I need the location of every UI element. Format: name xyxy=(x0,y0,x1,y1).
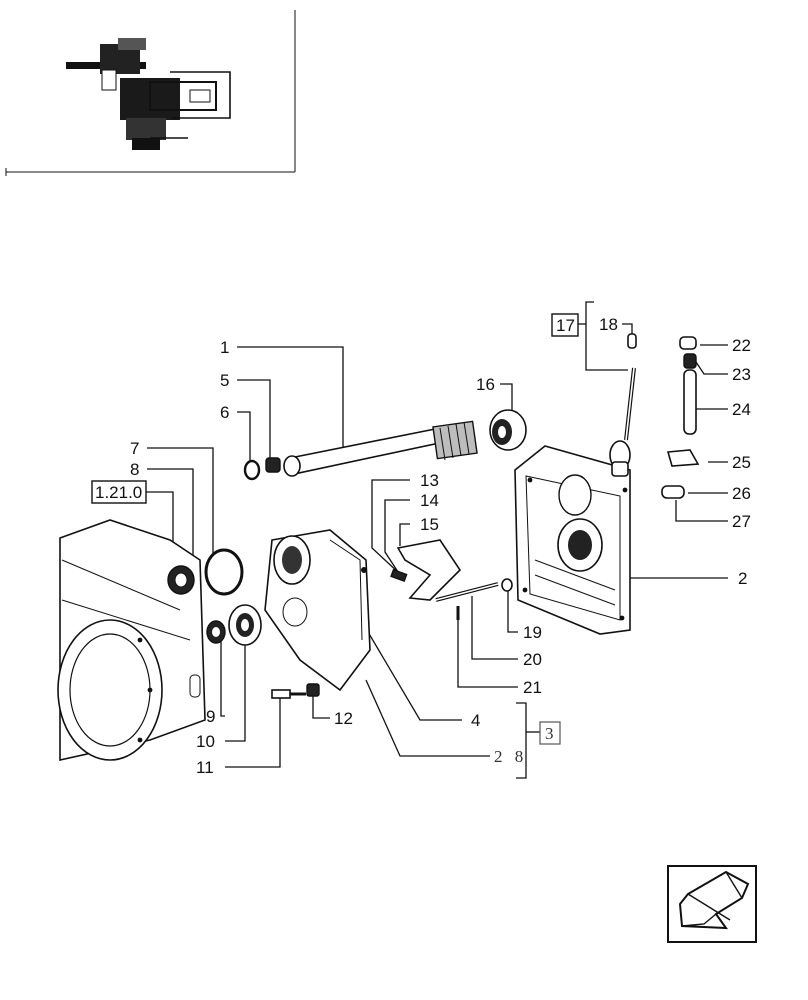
ref-box-3[interactable]: 3 xyxy=(539,721,561,745)
callout-16: 16 xyxy=(476,375,495,394)
svg-text:3: 3 xyxy=(545,724,554,743)
callout-26: 26 xyxy=(732,484,751,503)
callout-18: 18 xyxy=(599,315,618,334)
callout-27: 27 xyxy=(732,512,751,531)
callout-4: 4 xyxy=(471,711,480,730)
callout-8: 8 xyxy=(130,460,139,479)
input-shaft xyxy=(283,420,478,477)
callout-6: 6 xyxy=(220,403,229,422)
svg-text:1.21.0: 1.21.0 xyxy=(95,483,142,502)
callout-10: 10 xyxy=(196,732,215,751)
front-cover-plate xyxy=(264,529,371,692)
callout-2: 2 xyxy=(738,569,747,588)
callout-12: 12 xyxy=(334,709,353,728)
callout-21: 21 xyxy=(523,678,542,697)
callout-group-2-8: 2 8 xyxy=(494,747,527,766)
callout-22: 22 xyxy=(732,336,751,355)
callout-24: 24 xyxy=(732,400,751,419)
callout-labels: 1 2 4 5 6 7 8 9 10 11 12 13 14 15 16 18 … xyxy=(130,315,751,777)
previous-page-arrow-icon[interactable] xyxy=(667,865,757,943)
side-cover-plate xyxy=(514,445,631,635)
callout-9: 9 xyxy=(206,707,215,726)
parts xyxy=(57,333,700,761)
callout-13: 13 xyxy=(420,471,439,490)
transmission-housing xyxy=(57,519,206,761)
callout-15: 15 xyxy=(420,515,439,534)
shift-lever xyxy=(609,367,636,477)
svg-text:17: 17 xyxy=(556,316,575,335)
boxed-references: 17 1.21.0 3 xyxy=(91,313,579,745)
callout-11: 11 xyxy=(196,758,214,777)
callout-20: 20 xyxy=(523,650,542,669)
locator-inset xyxy=(5,10,296,176)
callout-25: 25 xyxy=(732,453,751,472)
callout-14: 14 xyxy=(420,491,439,510)
callout-19: 19 xyxy=(523,623,542,642)
callout-23: 23 xyxy=(732,365,751,384)
callout-7: 7 xyxy=(130,439,139,458)
ref-box-1-21-0[interactable]: 1.21.0 xyxy=(91,480,147,504)
callout-5: 5 xyxy=(220,371,229,390)
ref-box-17[interactable]: 17 xyxy=(551,313,579,337)
locator-thumbnail-drawing xyxy=(66,38,231,150)
callout-1: 1 xyxy=(220,338,229,357)
